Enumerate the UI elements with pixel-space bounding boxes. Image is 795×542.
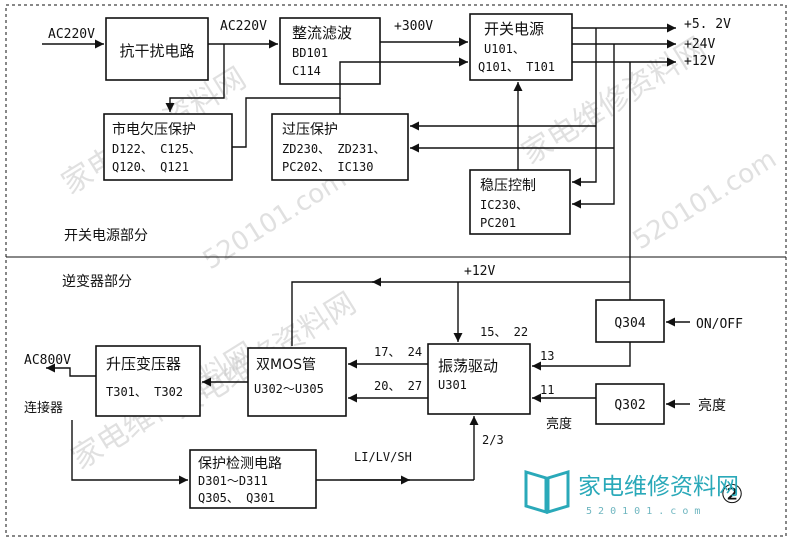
top-connections — [42, 23, 676, 298]
feedback-label: LI/LV/SH — [354, 450, 412, 464]
block-rectifier: 整流滤波 BD101 C114 — [279, 17, 381, 85]
block-dual-mos: 双MOS管 U302～U305 — [247, 347, 347, 417]
block-switch-power: 开关电源 U101、 Q101、 T101 — [469, 13, 573, 81]
bottom-connections — [46, 277, 690, 485]
block-part: D122、 C125、 — [112, 142, 201, 156]
block-title: 抗干扰电路 — [119, 42, 194, 60]
block-part: Q120、 Q121 — [112, 160, 189, 174]
block-protection-detection: 保护检测电路 D301～D311 Q305、 Q301 — [189, 449, 317, 509]
block-part: ZD230、 ZD231、 — [282, 142, 385, 156]
block-part: D301～D311 — [198, 474, 268, 488]
block-part: U301 — [438, 378, 467, 392]
dc-300v-label: +300V — [394, 19, 433, 34]
pin-label: 2/3 — [482, 433, 504, 447]
block-title: 过压保护 — [282, 122, 338, 138]
ac-mid-label: AC220V — [220, 19, 267, 34]
block-title: 整流滤波 — [292, 24, 352, 42]
site-logo: 家电维修资料网 5 2 0 1 0 1 . c o m — [524, 469, 739, 517]
section-label-inverter: 逆变器部分 — [62, 274, 132, 290]
ac-800v-label: AC800V — [24, 353, 71, 368]
block-title: 市电欠压保护 — [112, 121, 196, 138]
logo-url: 5 2 0 1 0 1 . c o m — [586, 506, 700, 517]
pin-label: 17、 24 — [374, 345, 422, 359]
inverter-12v-label: +12V — [464, 264, 495, 279]
watermark-url: 520101.com — [198, 164, 352, 276]
block-part: PC202、 IC130 — [282, 160, 373, 174]
pin-label: 15、 22 — [480, 325, 528, 339]
block-title: 保护检测电路 — [198, 456, 282, 472]
block-title: Q304 — [614, 316, 645, 331]
book-icon — [524, 469, 570, 515]
inverter-section-frame — [5, 256, 787, 537]
section-label-switch-power: 开关电源部分 — [64, 228, 148, 244]
pin-label: 13 — [540, 349, 554, 363]
block-voltage-regulator: 稳压控制 IC230、 PC201 — [469, 169, 571, 235]
block-boost-transformer: 升压变压器 T301、 T302 — [95, 345, 201, 417]
block-part: Q305、 Q301 — [198, 491, 275, 505]
watermark-url: 520101.com — [628, 144, 782, 256]
block-oscillator-driver: 振荡驱动 U301 — [427, 343, 531, 415]
brightness-signal-label: 亮度 — [546, 416, 572, 432]
block-part: C114 — [292, 64, 321, 78]
pin-label: 11 — [540, 383, 554, 397]
output-24v-label: +24V — [684, 37, 715, 52]
block-part: U101、 — [484, 42, 525, 56]
block-title: 开关电源 — [484, 20, 544, 38]
block-overvoltage-protection: 过压保护 ZD230、 ZD231、 PC202、 IC130 — [271, 113, 409, 181]
block-title: Q302 — [614, 398, 645, 413]
block-q302: Q302 — [595, 383, 665, 425]
block-part: Q101、 T101 — [478, 60, 555, 74]
block-part: PC201 — [480, 216, 516, 230]
figure-number-badge: ② — [720, 480, 743, 510]
block-title: 稳压控制 — [480, 178, 536, 194]
pin-label: 20、 27 — [374, 379, 422, 393]
figure-number: ② — [720, 480, 743, 510]
output-5v-label: +5. 2V — [684, 17, 731, 32]
block-title: 升压变压器 — [106, 355, 181, 373]
block-anti-interference: 抗干扰电路 — [105, 17, 209, 81]
block-part: BD101 — [292, 46, 328, 60]
block-undervoltage-protection: 市电欠压保护 D122、 C125、 Q120、 Q121 — [103, 113, 233, 181]
output-12v-label: +12V — [684, 54, 715, 69]
on-off-label: ON/OFF — [696, 317, 743, 332]
block-title: 振荡驱动 — [438, 357, 498, 375]
block-part: U302～U305 — [254, 382, 324, 396]
block-part: IC230、 — [480, 198, 528, 212]
block-part: T301、 T302 — [106, 385, 183, 399]
block-title: 双MOS管 — [256, 357, 316, 373]
logo-text: 家电维修资料网 — [578, 474, 739, 500]
ac-input-label: AC220V — [48, 27, 95, 42]
brightness-input-label: 亮度 — [698, 397, 726, 414]
block-q304: Q304 — [595, 299, 665, 343]
connector-label: 连接器 — [24, 400, 63, 416]
